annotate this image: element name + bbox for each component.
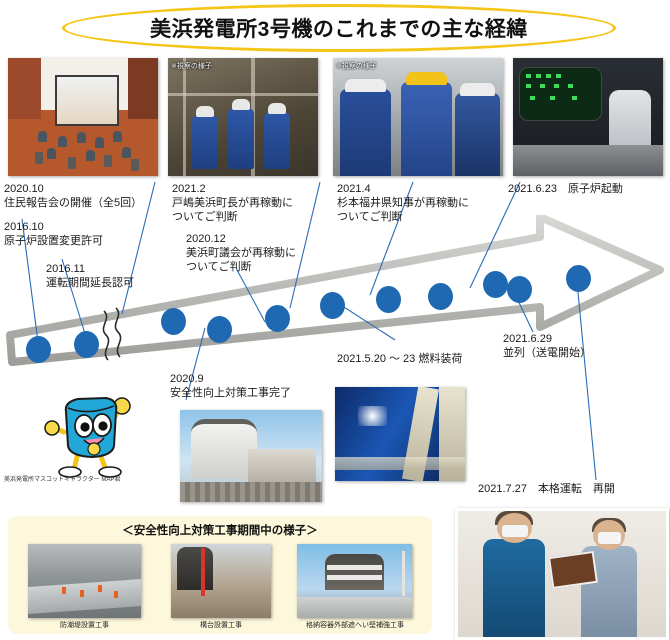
label-2020-9-text: 安全性向上対策工事完了 [170,387,291,399]
photo-reactor-building [180,410,322,502]
label-2016-11: 2016.11 運転期間延長認可 [46,262,134,290]
timeline-dot-2021-7-27[interactable] [566,265,591,292]
label-2016-10-text: 原子炉設置変更許可 [4,235,103,247]
photo-containment-wall-construction [297,544,412,618]
label-2021-4: 2021.4 杉本福井県知事が再稼動に ついてご判断 [337,182,469,224]
label-2021-4-date: 2021.4 [337,183,371,195]
photo-note-inspection-2: ※視察の様子 [336,63,377,70]
caption-seawall: 防潮堤設置工事 [60,622,109,629]
page-title-banner: 美浜発電所3号機のこれまでの主な経緯 [62,4,616,52]
label-2021-2: 2021.2 戸嶋美浜町長が再稼動に ついてご判断 [172,182,293,224]
caption-containment-wall: 格納容器外部遮へい壁補強工事 [306,622,404,629]
label-2016-10: 2016.10 原子炉設置変更許可 [4,220,103,248]
photo-staff-interview [455,508,669,640]
timeline-dot-2021-6-23[interactable] [483,271,508,298]
label-2020-9-date: 2020.9 [170,373,204,385]
label-2021-6-23: 2021.6.23 原子炉起動 [508,182,623,196]
timeline-dot-2020-10[interactable] [207,316,232,343]
mascot-caption: 美浜発電所マスコットキャラクター MAP君 [4,477,121,483]
label-2021-7-27-text: 2021.7.27 本格運転 再開 [478,483,615,495]
timeline-dot-2021-5-20[interactable] [428,283,453,310]
page-title: 美浜発電所3号機のこれまでの主な経緯 [150,18,528,41]
photo-seawall-construction [28,544,141,618]
photo-resident-briefing [8,58,158,176]
construction-panel-title: ＜安全性向上対策工事期間中の様子＞ [122,525,318,537]
label-2021-5-20-text: 2021.5.20 ～ 23 燃料装荷 [337,353,463,365]
label-2020-10-text: 住民報告会の開催（全5回） [4,197,143,209]
label-2021-2-date: 2021.2 [172,183,206,195]
label-2021-2-line1: 戸嶋美浜町長が再稼動に [172,197,293,209]
construction-panel: ＜安全性向上対策工事期間中の様子＞ 防潮堤設置工事 構台設置工事 [8,516,432,634]
photo-control-room [513,58,663,176]
timeline-dot-2020-12[interactable] [265,305,290,332]
label-2021-6-29: 2021.6.29 並列（送電開始） [503,332,591,360]
timeline-dot-2016-11[interactable] [74,331,99,358]
caption-gantry: 構台設置工事 [200,622,242,629]
label-2016-11-date: 2016.11 [46,263,85,275]
timeline-dot-2021-6-29[interactable] [507,276,532,303]
timeline-dot-2021-4[interactable] [376,286,401,313]
photo-gantry-construction [171,544,271,618]
photo-note-inspection-1: ※視察の様子 [171,63,212,70]
label-2021-7-27: 2021.7.27 本格運転 再開 [478,482,615,496]
timeline-dot-2016-10[interactable] [26,336,51,363]
label-2020-12-line1: 美浜町議会が再稼動に [186,247,296,259]
label-2021-6-23-text: 2021.6.23 原子炉起動 [508,183,623,195]
timeline-dot-2021-2[interactable] [320,292,345,319]
label-2020-12-date: 2020.12 [186,233,226,245]
label-2021-5-20: 2021.5.20 ～ 23 燃料装荷 [337,352,462,366]
label-2020-12: 2020.12 美浜町議会が再稼動に ついてご判断 [186,232,296,274]
label-2021-2-line2: ついてご判断 [172,211,238,223]
photo-turbine-hall [335,387,465,481]
label-2020-12-line2: ついてご判断 [186,261,252,273]
label-2020-10: 2020.10 住民報告会の開催（全5回） [4,182,142,210]
label-2021-6-29-text: 並列（送電開始） [503,347,591,359]
photo-governor-inspection: ※視察の様子 [333,58,503,176]
label-2020-9: 2020.9 安全性向上対策工事完了 [170,372,291,400]
label-2016-10-date: 2016.10 [4,221,44,233]
label-2021-4-line1: 杉本福井県知事が再稼動に [337,197,469,209]
timeline-dot-2020-9[interactable] [161,308,186,335]
label-2021-4-line2: ついてご判断 [337,211,403,223]
label-2021-6-29-date: 2021.6.29 [503,333,552,345]
photo-town-mayor-inspection: ※視察の様子 [168,58,318,176]
mascot-character-map-kun [44,396,131,478]
label-2020-10-date: 2020.10 [4,183,44,195]
label-2016-11-text: 運転期間延長認可 [46,277,134,289]
